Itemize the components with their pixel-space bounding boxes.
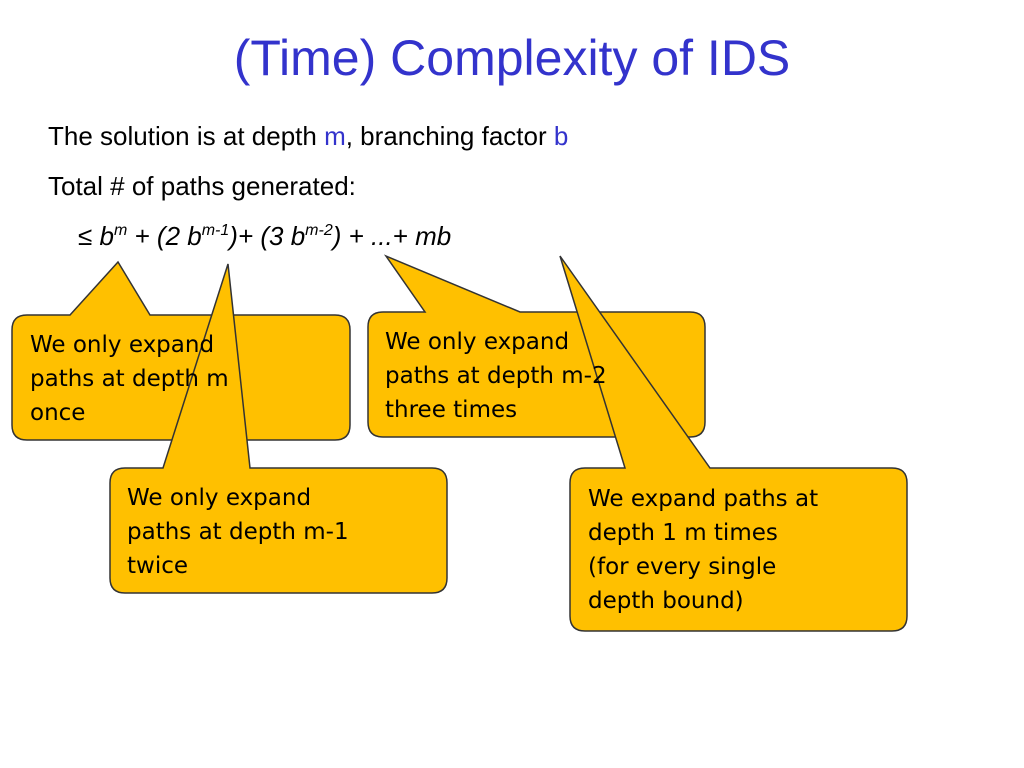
callout-4-shape [559,255,908,632]
complexity-formula: ≤ bm + (2 bm-1)+ (3 bm-2) + ...+ mb [78,220,451,252]
callout-3-line-3: twice [127,553,189,579]
solution-depth-line: The solution is at depth m, branching fa… [48,120,568,152]
callout-3-line-1: We only expand [127,485,312,511]
solution-prefix: The solution is at depth [48,121,325,151]
formula-leq-b: ≤ b [78,221,114,251]
formula-exp-m: m [113,222,128,239]
callout-2-line-3: three times [385,397,518,423]
depth-variable: m [324,121,346,151]
callout-4-line-4: depth bound) [588,588,744,614]
callout-1-shape [11,260,351,441]
callout-3-shape [109,263,448,594]
formula-part-mb: ) + ...+ mb [332,221,452,251]
callout-3-line-2: paths at depth m-1 [127,519,349,545]
callout-1-line-1: We only expand [30,332,215,358]
slide-title: (Time) Complexity of IDS [233,30,791,86]
callout-4-line-3: (for every single [588,554,777,580]
branching-variable: b [553,121,569,151]
callout-4-text: We expand paths at depth 1 m times (for … [588,482,818,618]
callout-1-line-2: paths at depth m [30,366,229,392]
callout-2-text: We only expand paths at depth m-2 three … [385,325,607,427]
callout-2-line-1: We only expand [385,329,570,355]
total-paths-line: Total # of paths generated: [48,171,356,201]
callout-1-line-3: once [30,400,86,426]
callout-1-text: We only expand paths at depth m once [30,328,229,430]
formula-part-2b: + (2 b [127,221,202,251]
solution-middle: , branching factor [345,121,554,151]
formula-part-3b: )+ (3 b [229,221,306,251]
formula-exp-m-1: m-1 [201,222,230,239]
callout-3-text: We only expand paths at depth m-1 twice [127,481,349,583]
callout-2-line-2: paths at depth m-2 [385,363,607,389]
callout-4-line-1: We expand paths at [588,486,819,512]
formula-exp-m-2: m-2 [305,222,333,239]
callout-4-line-2: depth 1 m times [588,520,778,546]
